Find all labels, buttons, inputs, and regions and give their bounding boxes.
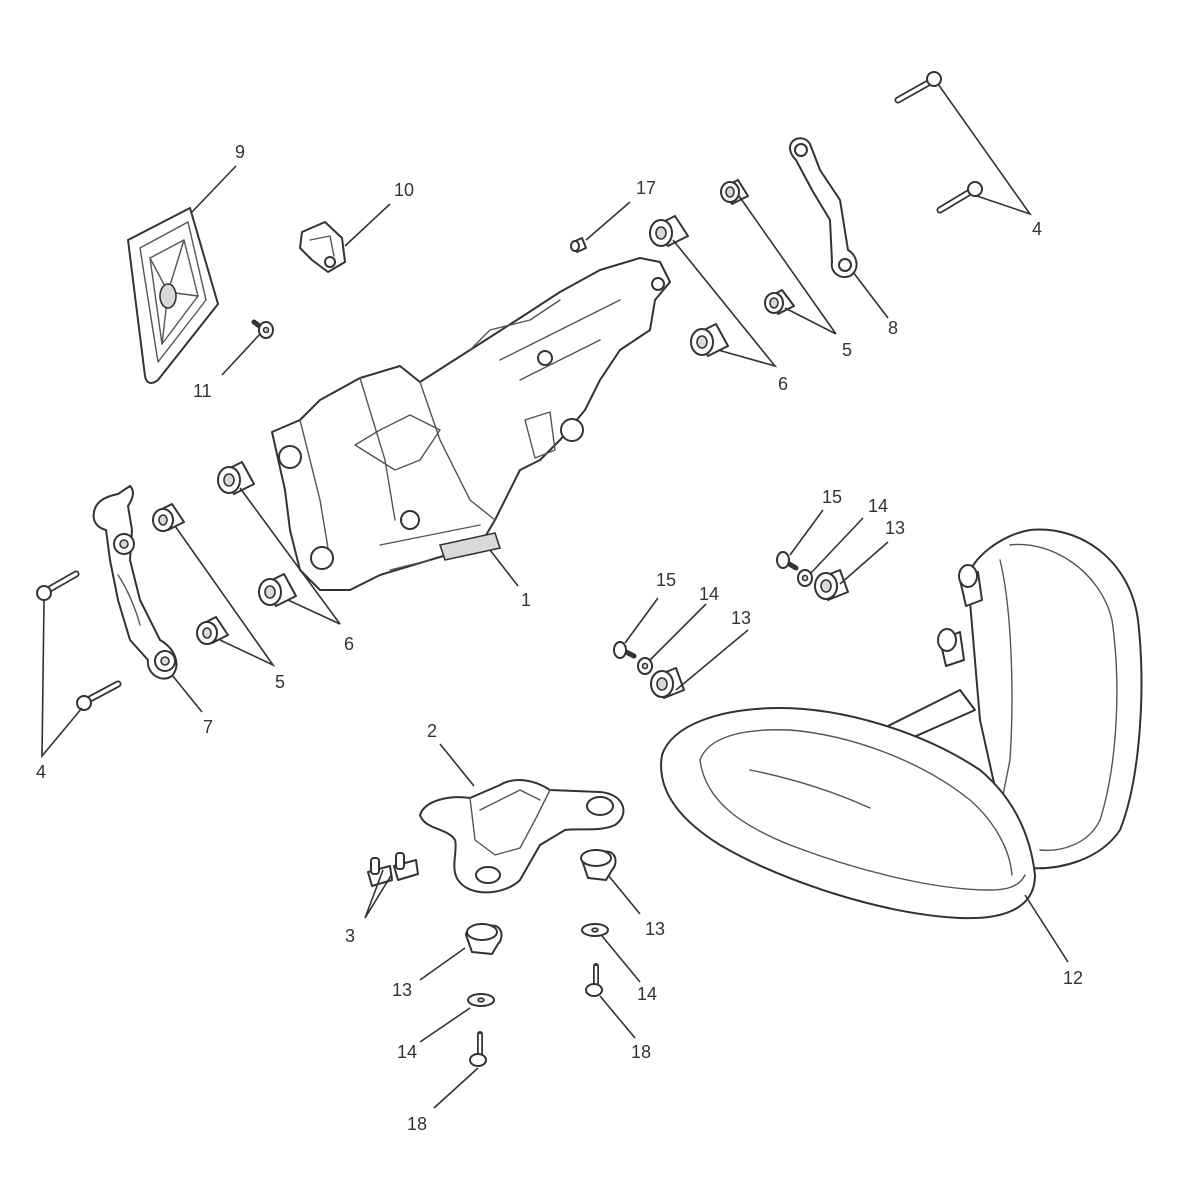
leader-lines bbox=[41, 83, 1069, 1109]
part-9-vent-frame bbox=[127, 207, 219, 384]
part-14-washers bbox=[467, 569, 813, 1007]
callout-4-top: 4 bbox=[1032, 219, 1042, 239]
screw-15-b bbox=[613, 641, 637, 659]
screw-15-a bbox=[776, 551, 799, 571]
spacer-5-top-upper bbox=[720, 179, 749, 205]
callout-12: 12 bbox=[1063, 968, 1083, 988]
callout-5-left: 5 bbox=[275, 672, 285, 692]
mount-13-c bbox=[580, 849, 617, 881]
grommet-6-left-upper bbox=[217, 461, 255, 495]
spacer-5-left-upper bbox=[152, 503, 185, 532]
callout-13-a: 13 bbox=[885, 518, 905, 538]
spacer-5-top-lower bbox=[764, 289, 795, 315]
callout-2: 2 bbox=[427, 721, 437, 741]
callout-8: 8 bbox=[888, 318, 898, 338]
callout-7: 7 bbox=[203, 717, 213, 737]
mount-13-d bbox=[465, 923, 503, 955]
part-6-grommets bbox=[217, 215, 729, 607]
bolt-18-a bbox=[585, 963, 603, 997]
washer-14-d bbox=[467, 993, 495, 1007]
callout-14-c: 14 bbox=[637, 984, 657, 1004]
part-12-headlamp bbox=[660, 528, 1143, 920]
mount-13-a bbox=[814, 569, 849, 601]
callout-15-b: 15 bbox=[656, 570, 676, 590]
part-13-rubber-mounts bbox=[465, 569, 849, 955]
grommet-6-top-lower bbox=[690, 323, 729, 357]
part-17-plug bbox=[570, 237, 587, 253]
callout-labels: 1 2 3 4 4 5 5 6 6 7 8 9 10 11 12 13 13 1… bbox=[36, 142, 1083, 1134]
callout-10: 10 bbox=[394, 180, 414, 200]
washer-14-b bbox=[637, 657, 653, 675]
callout-6-left: 6 bbox=[344, 634, 354, 654]
washer-14-a bbox=[797, 569, 813, 587]
bolt-4-left-lower bbox=[76, 680, 122, 711]
part-3-clips bbox=[367, 852, 419, 887]
part-8-link-strap bbox=[789, 137, 858, 278]
callout-3: 3 bbox=[345, 926, 355, 946]
part-1-main-bracket bbox=[271, 257, 671, 591]
callout-13-d: 13 bbox=[392, 980, 412, 1000]
callout-6-top: 6 bbox=[778, 374, 788, 394]
bolt-18-b bbox=[469, 1031, 487, 1067]
callout-17: 17 bbox=[636, 178, 656, 198]
washer-14-c bbox=[581, 923, 609, 937]
part-7-side-bracket bbox=[92, 485, 178, 680]
part-4-bolts bbox=[36, 71, 983, 711]
callout-13-c: 13 bbox=[645, 919, 665, 939]
callout-13-b: 13 bbox=[731, 608, 751, 628]
callout-11: 11 bbox=[193, 381, 212, 401]
callout-9: 9 bbox=[235, 142, 245, 162]
spacer-5-left-lower bbox=[196, 616, 229, 645]
callout-4-left: 4 bbox=[36, 762, 46, 782]
callout-1: 1 bbox=[521, 590, 531, 610]
part-15-screws bbox=[613, 551, 799, 659]
callout-14-b: 14 bbox=[699, 584, 719, 604]
part-10-clip-fastener bbox=[299, 221, 346, 273]
callout-18-b: 18 bbox=[407, 1114, 427, 1134]
callout-5-top: 5 bbox=[842, 340, 852, 360]
grommet-6-left-lower bbox=[258, 573, 297, 607]
bolt-4-top-lower bbox=[936, 181, 983, 214]
part-18-bolts bbox=[469, 963, 603, 1067]
part-2-mounting-plate bbox=[419, 778, 625, 894]
grommet-6-top-upper bbox=[649, 215, 689, 247]
part-11-screw bbox=[251, 319, 274, 339]
bolt-4-top-upper bbox=[894, 71, 942, 104]
callout-15-a: 15 bbox=[822, 487, 842, 507]
callout-14-d: 14 bbox=[397, 1042, 417, 1062]
callout-14-a: 14 bbox=[868, 496, 888, 516]
mount-13-b bbox=[650, 667, 685, 699]
bolt-4-left-upper bbox=[36, 570, 80, 601]
part-5-spacers bbox=[152, 179, 795, 645]
callout-18-a: 18 bbox=[631, 1042, 651, 1062]
